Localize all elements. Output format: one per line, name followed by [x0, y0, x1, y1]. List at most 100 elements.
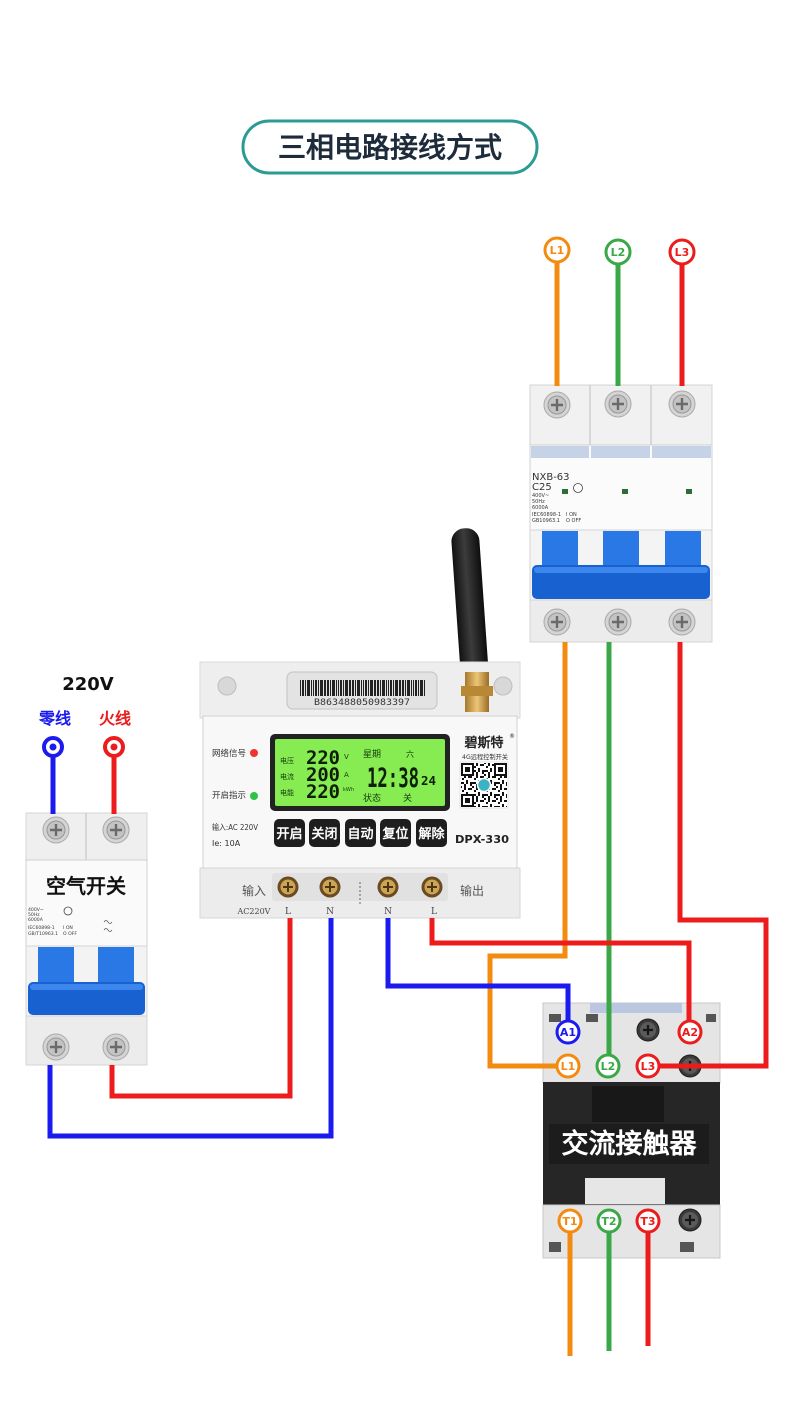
- breaker2-spec: 400V~: [28, 907, 44, 913]
- input-rating: 输入:AC 220V: [212, 822, 258, 832]
- breaker2-name: 空气开关: [46, 874, 126, 898]
- contactor-t3-ring: [635, 1208, 661, 1234]
- screw-icon: [542, 390, 572, 420]
- button-release[interactable]: 解除: [416, 819, 447, 847]
- live-label: 火线: [99, 709, 131, 728]
- screw-icon: [667, 607, 697, 637]
- ccc-mark-icon: [63, 906, 73, 916]
- button-auto-body[interactable]: [345, 819, 376, 847]
- antenna-icon: [451, 528, 489, 679]
- breaker2-standard: GB/T10963.1: [28, 931, 58, 937]
- button-reset[interactable]: 复位: [380, 819, 411, 847]
- lcd-current-unit: A: [344, 771, 349, 779]
- breaker3-on-label: I ON: [566, 512, 577, 518]
- contactor-l2-label: L2: [601, 1060, 616, 1073]
- qr-code-icon: [459, 761, 509, 809]
- lcd-voltage-label: 电压: [280, 756, 294, 765]
- screw-icon: [542, 607, 572, 637]
- contactor-l3-ring: [635, 1053, 661, 1079]
- neutral-terminal-dot: [49, 743, 57, 751]
- breaker3-toggle-highlight: [534, 567, 708, 573]
- serial-number: B863488050983397: [314, 698, 410, 708]
- lcd-time: 12:38: [367, 763, 419, 794]
- button-auto-label: 自动: [347, 826, 373, 842]
- supply-labels: 220V 零线 火线: [38, 674, 131, 758]
- contactor-name: 交流接触器: [562, 1128, 698, 1160]
- phase-l2-label: L2: [611, 246, 626, 259]
- breaker3-handle: [665, 531, 701, 571]
- connector-sleeve: [465, 696, 489, 712]
- lcd-current-label: 电流: [280, 772, 294, 781]
- button-reset-body[interactable]: [380, 819, 411, 847]
- breaker2-handle: [38, 947, 74, 987]
- breaker2-toggle-highlight: [30, 984, 143, 990]
- button-on-label: 开启: [276, 826, 302, 842]
- remote-controller: B863488050983397 网络信号 开启指示 电压 电流 电能 220 …: [199, 528, 521, 919]
- contactor-name-plate: [549, 1124, 709, 1164]
- button-release-body[interactable]: [416, 819, 447, 847]
- contactor-slot: [586, 1014, 598, 1022]
- breaker3-header-strip: [531, 446, 589, 458]
- button-off-body[interactable]: [309, 819, 340, 847]
- contactor-a1-ring: [555, 1019, 581, 1045]
- contactor-slot: [549, 1242, 561, 1252]
- contactor-screw-icon: [677, 1207, 703, 1233]
- contactor-l2-ring: [595, 1053, 621, 1079]
- breaker3-header-strip: [652, 446, 711, 458]
- breaker2-bottom-block: [25, 1015, 148, 1066]
- breaker3-header-strip: [591, 446, 650, 458]
- contactor-badges: A1 A2 L1 L2 L3 T1 T2 T3: [555, 1019, 703, 1234]
- control-buttons: 开启 关闭 自动 复位 解除: [274, 819, 447, 847]
- barcode-icon: [300, 680, 425, 696]
- breaker3-handle: [603, 531, 639, 571]
- current-rating: Ie: 10A: [212, 839, 241, 848]
- two-pole-breaker: 空气开关 400V~ 50Hz 6000A IEC60898-1 GB/T109…: [25, 812, 148, 1066]
- phase-l3-label: L3: [675, 246, 690, 259]
- lcd-current-value: 200: [306, 764, 340, 786]
- terminal-in-n: N: [326, 907, 334, 917]
- button-off[interactable]: 关闭: [309, 819, 340, 847]
- contactor-t2-ring: [596, 1208, 622, 1234]
- button-on[interactable]: 开启: [274, 819, 305, 847]
- network-signal-label: 网络信号: [212, 748, 246, 759]
- terminal-in-l: L: [285, 907, 291, 917]
- breaker2-spec: 6000A: [28, 917, 44, 923]
- screw-icon: [603, 607, 633, 637]
- terminal-screw-icon: [276, 875, 300, 899]
- breaker2-on-label: I ON: [63, 925, 73, 931]
- antenna-connector-icon: [461, 672, 493, 712]
- contactor-slot: [680, 1242, 694, 1252]
- brand-registered-mark: ®: [509, 733, 515, 740]
- qr-finder-core: [465, 767, 470, 772]
- wire-controller-n-to-a1: [385, 918, 571, 1021]
- lcd-status-value: 关: [403, 792, 412, 804]
- breaker3-toggle-bar: [532, 565, 710, 599]
- breaker2-body: [25, 859, 148, 949]
- breaker-symbol-icon: [103, 920, 113, 932]
- contactor-a2-ring: [677, 1019, 703, 1045]
- button-reset-label: 复位: [381, 826, 408, 842]
- page-title: 三相电路接线方式: [278, 131, 502, 164]
- terminal-out-n: N: [384, 907, 392, 917]
- title-pill: 三相电路接线方式: [241, 119, 539, 175]
- breaker2-handle: [98, 947, 134, 987]
- power-indicator-label: 开启指示: [212, 790, 246, 801]
- lcd-week-label: 星期: [363, 749, 381, 760]
- phase-l3-ring: [668, 238, 696, 266]
- contactor-slot: [706, 1014, 716, 1022]
- breaker2-off-label: O OFF: [63, 931, 77, 937]
- breaker3-model: NXB-63: [532, 472, 570, 483]
- breaker3-handle: [542, 531, 578, 571]
- screw-icon: [41, 1032, 71, 1062]
- trip-indicator: [562, 489, 568, 494]
- title-pill-border: [241, 119, 539, 175]
- button-on-body[interactable]: [274, 819, 305, 847]
- breaker3-standard: IEC60898-1: [532, 512, 561, 518]
- button-auto[interactable]: 自动: [345, 819, 376, 847]
- breaker3-standard: GB10963.1: [532, 518, 560, 524]
- trip-indicator: [686, 489, 692, 494]
- lcd-week-value: 六: [406, 749, 414, 759]
- terminal-screw-icon: [376, 875, 400, 899]
- screw-icon: [101, 815, 131, 845]
- wire-live-to-controller: [109, 918, 293, 1099]
